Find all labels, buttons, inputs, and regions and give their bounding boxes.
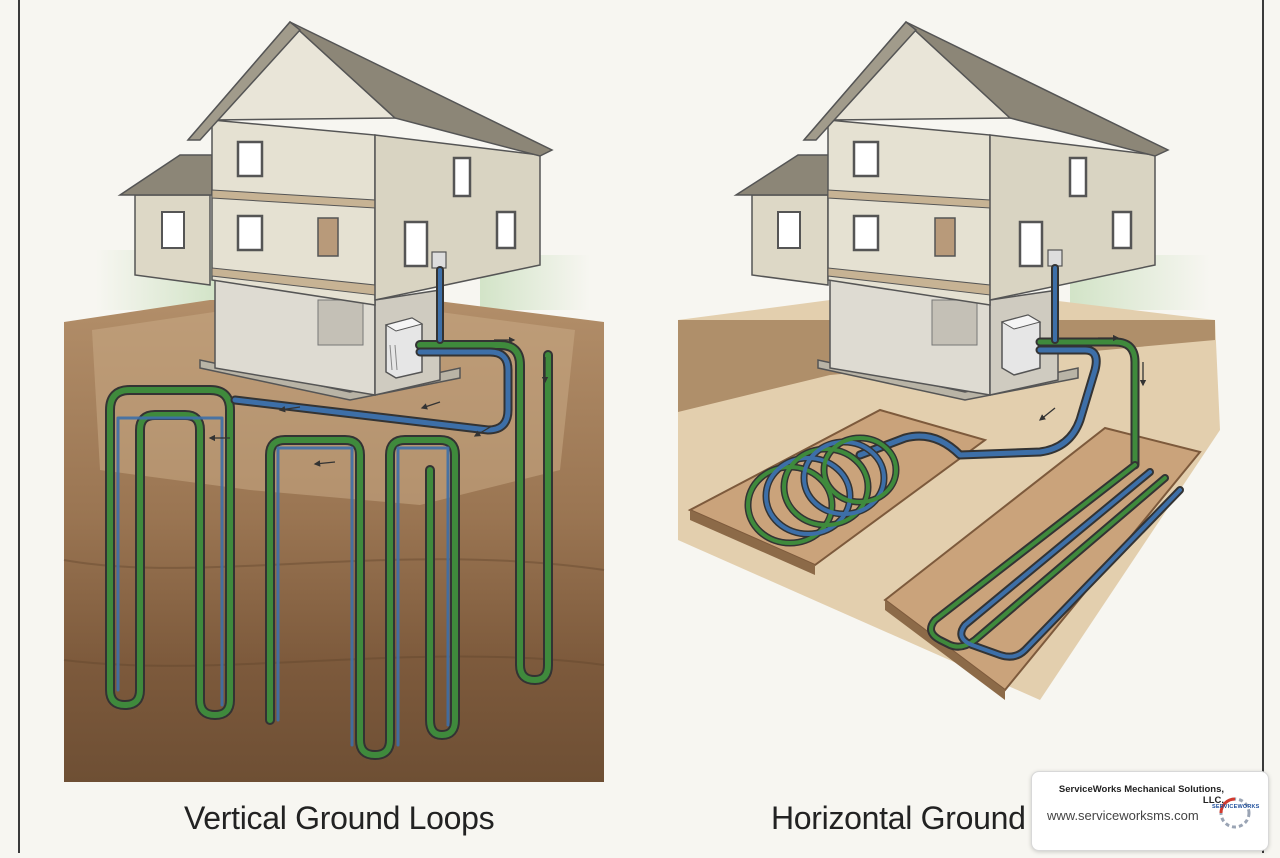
- horizontal-loop-panel: [678, 20, 1220, 700]
- flow-arrow-icon: [1038, 334, 1147, 421]
- horizontal-loops-caption: Horizontal Ground: [771, 800, 1026, 836]
- vertical-loops-caption: Vertical Ground Loops: [184, 800, 495, 836]
- vertical-pipes: [105, 266, 553, 760]
- frame-line-right: [1262, 0, 1264, 853]
- horizontal-pipes: [744, 264, 1184, 661]
- flow-arrow-icon: [208, 336, 549, 467]
- frame-line-left: [18, 0, 20, 853]
- heat-pump-unit-icon: [384, 317, 424, 379]
- heat-pump-unit-icon: [1000, 314, 1042, 376]
- gear-logo-icon: SERVICEWORKS: [1212, 794, 1260, 832]
- company-badge[interactable]: ServiceWorks Mechanical Solutions, LLC. …: [1031, 771, 1269, 851]
- logo-text: SERVICEWORKS: [1212, 804, 1260, 810]
- vertical-loop-panel: [63, 20, 605, 782]
- company-url[interactable]: www.serviceworksms.com: [1047, 808, 1199, 823]
- company-name: ServiceWorks Mechanical Solutions, LLC.: [1058, 784, 1224, 806]
